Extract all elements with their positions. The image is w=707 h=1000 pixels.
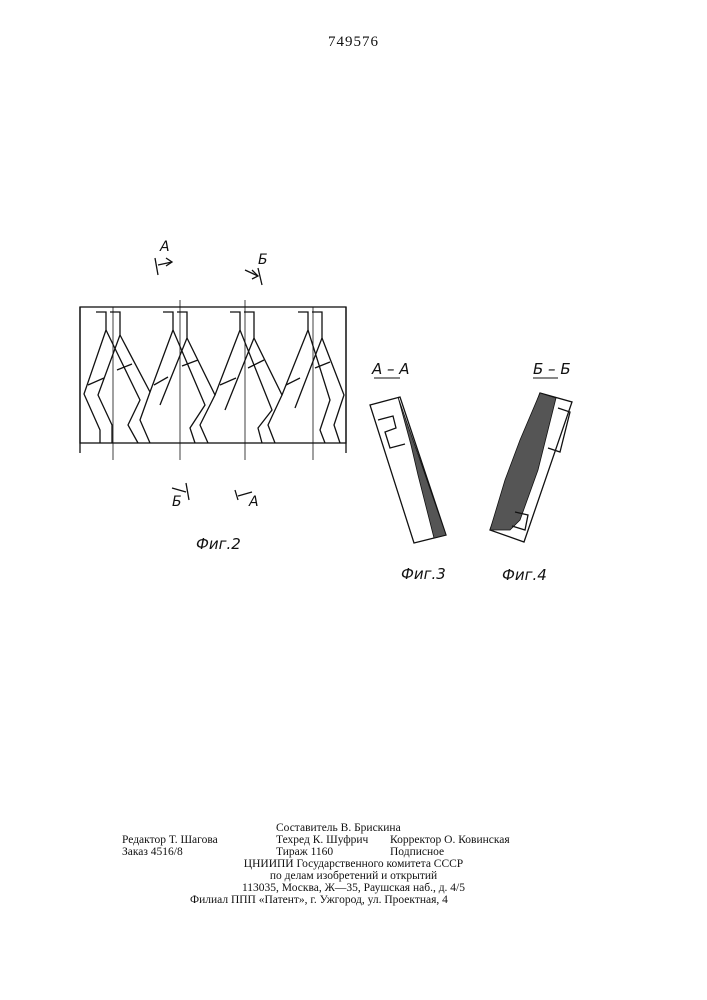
fig3-section-label: А – А — [372, 360, 410, 378]
figure-2-drawing — [80, 258, 346, 500]
fig2-mark-a-top: А — [160, 239, 170, 255]
fig3-caption: Фиг.3 — [401, 565, 446, 583]
section-a-top-mark — [155, 258, 158, 275]
fig4-section-label: Б – Б — [533, 360, 571, 378]
fig4-caption: Фиг.4 — [502, 566, 547, 584]
fig2-caption: Фиг.2 — [196, 535, 241, 553]
section-b-bottom-mark — [186, 483, 189, 500]
fig2-mark-b-bottom: Б — [172, 494, 182, 510]
fig2-mark-a-bottom: А — [249, 494, 259, 510]
section-a-bottom-mark — [235, 490, 238, 500]
figure-3-drawing — [370, 378, 446, 543]
section-b-top-mark — [258, 268, 262, 285]
figure-4-drawing — [490, 378, 572, 542]
fig2-mark-b-top: Б — [258, 252, 268, 268]
imprint-branch: Филиал ППП «Патент», г. Ужгород, ул. Про… — [190, 894, 448, 907]
